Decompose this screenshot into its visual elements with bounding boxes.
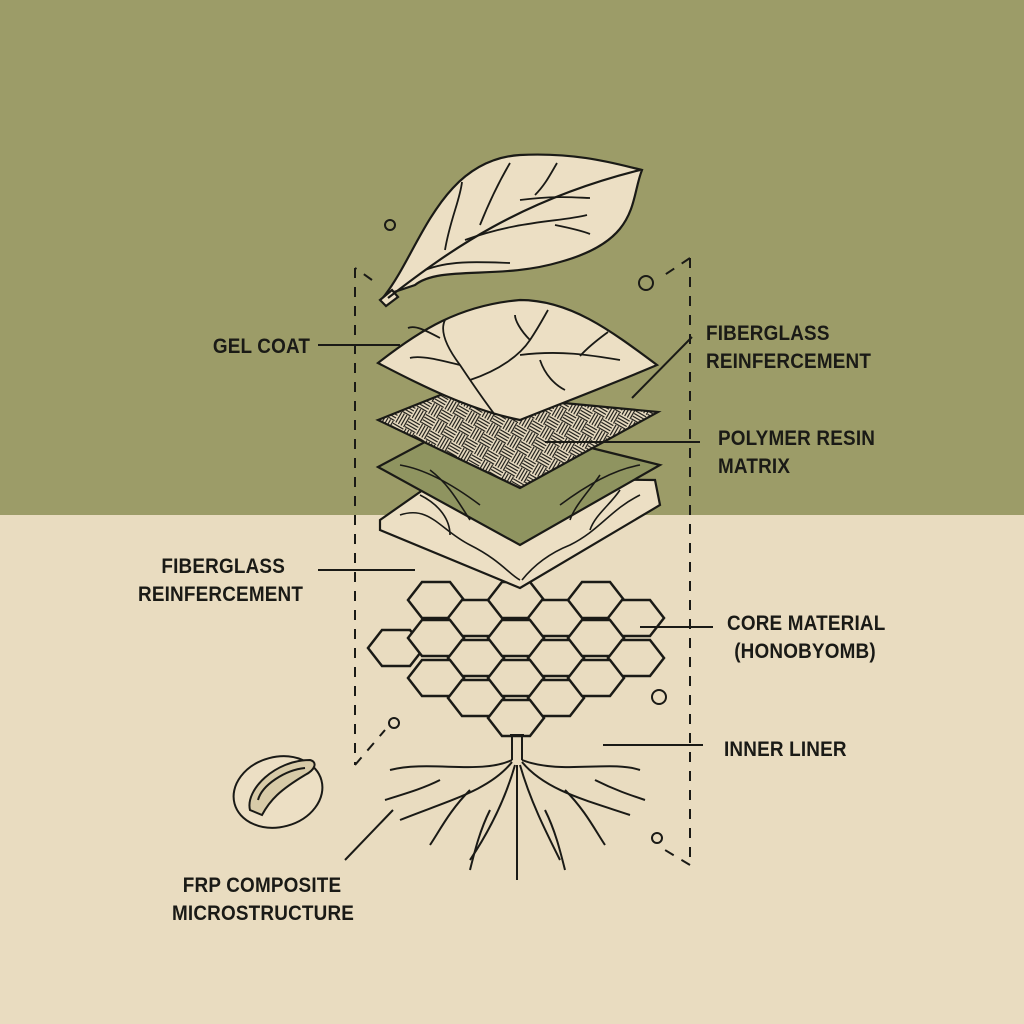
label-fiberglass-reinforcement-bottom: FIBERGLASS REINFERCEMENT bbox=[138, 553, 303, 609]
woven-fiberglass-layer bbox=[375, 390, 662, 490]
frp-microstructure-leader bbox=[344, 809, 394, 861]
label-polymer-resin-line1: POLYMER RESIN bbox=[718, 427, 876, 450]
label-core-material: CORE MATERIAL (HONOBYOMB) bbox=[727, 610, 885, 666]
gel-coat-layer bbox=[375, 298, 660, 422]
label-gel-coat-line1: GEL COAT bbox=[212, 335, 310, 358]
honeycomb-core bbox=[366, 580, 666, 738]
label-gel-coat: GEL COAT bbox=[213, 333, 310, 361]
label-polymer-resin-line2: MATRIX bbox=[718, 455, 791, 478]
label-fiberglass-top-line2: REINFERCEMENT bbox=[706, 350, 872, 373]
label-frp-line2: MICROSTRUCTURE bbox=[172, 902, 355, 925]
leaf-icon bbox=[378, 153, 644, 308]
label-fiberglass-top-line1: FIBERGLASS bbox=[706, 322, 830, 345]
label-inner-liner: INNER LINER bbox=[724, 736, 847, 764]
seed-cross-section-icon bbox=[232, 755, 324, 829]
root-system-icon bbox=[384, 734, 646, 880]
dashed-frame bbox=[354, 257, 691, 866]
label-core-material-line2: (HONOBYOMB) bbox=[734, 640, 876, 663]
label-fiberglass-bottom-line2: REINFERCEMENT bbox=[138, 583, 304, 606]
label-core-material-line1: CORE MATERIAL bbox=[727, 612, 886, 635]
label-fiberglass-reinforcement-top: FIBERGLASS REINFERCEMENT bbox=[706, 320, 871, 376]
label-frp-line1: FRP COMPOSITE bbox=[182, 874, 342, 897]
label-polymer-resin-matrix: POLYMER RESIN MATRIX bbox=[718, 425, 875, 481]
label-fiberglass-bottom-line1: FIBERGLASS bbox=[161, 555, 286, 578]
fiberglass-top-leader bbox=[631, 336, 693, 399]
decorative-circles bbox=[384, 219, 667, 844]
label-frp-composite-microstructure: FRP COMPOSITE MICROSTRUCTURE bbox=[172, 872, 354, 928]
leader-lines bbox=[318, 336, 713, 861]
label-inner-liner-line1: INNER LINER bbox=[724, 738, 847, 761]
